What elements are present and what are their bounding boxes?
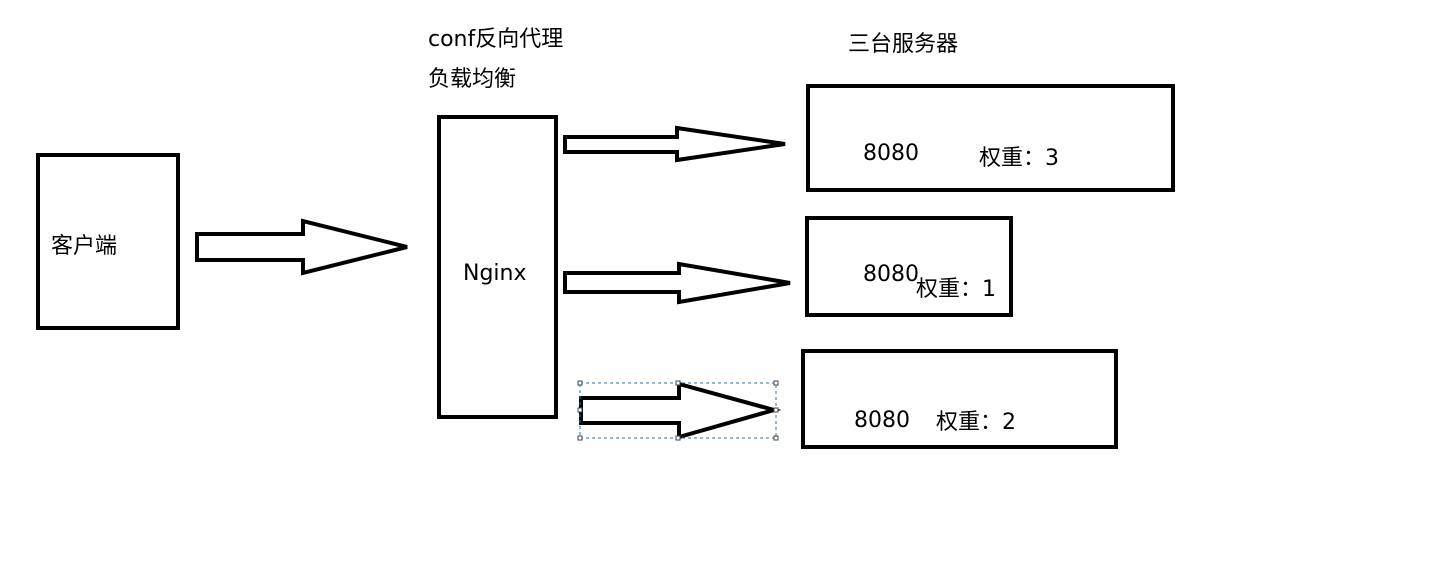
servers-title[interactable]: 三台服务器 — [848, 32, 959, 57]
nginx-box[interactable] — [437, 115, 558, 419]
arrow-nginx-to-server-2[interactable] — [563, 261, 791, 305]
selection-handle[interactable] — [675, 380, 681, 386]
arrow-client-to-nginx[interactable] — [195, 218, 408, 276]
nginx-label[interactable]: Nginx — [463, 261, 527, 286]
conf-label[interactable]: conf反向代理 — [428, 27, 564, 52]
selection-handle[interactable] — [773, 380, 779, 386]
server-box-1[interactable] — [806, 84, 1175, 192]
client-box[interactable] — [36, 153, 180, 330]
server-1-weight[interactable]: 权重：3 — [979, 146, 1059, 171]
selection-handle[interactable] — [773, 407, 779, 413]
server-3-port[interactable]: 8080 — [854, 408, 910, 433]
selection-frame[interactable] — [577, 380, 779, 441]
server-3-weight[interactable]: 权重：2 — [936, 410, 1016, 435]
selection-handle[interactable] — [773, 435, 779, 441]
client-label[interactable]: 客户端 — [51, 234, 118, 259]
selection-handle[interactable] — [577, 380, 583, 386]
load-balancing-label[interactable]: 负载均衡 — [428, 67, 517, 92]
arrow-nginx-to-server-1[interactable] — [563, 125, 786, 163]
server-box-3[interactable] — [801, 349, 1118, 449]
server-2-weight[interactable]: 权重：1 — [916, 277, 996, 302]
server-box-2[interactable] — [805, 216, 1013, 317]
selection-handle[interactable] — [577, 435, 583, 441]
server-2-port[interactable]: 8080 — [863, 262, 919, 287]
selection-handle[interactable] — [577, 407, 583, 413]
selection-handle[interactable] — [675, 435, 681, 441]
arrow-nginx-to-server-3[interactable] — [579, 381, 782, 440]
server-1-port[interactable]: 8080 — [863, 141, 919, 166]
